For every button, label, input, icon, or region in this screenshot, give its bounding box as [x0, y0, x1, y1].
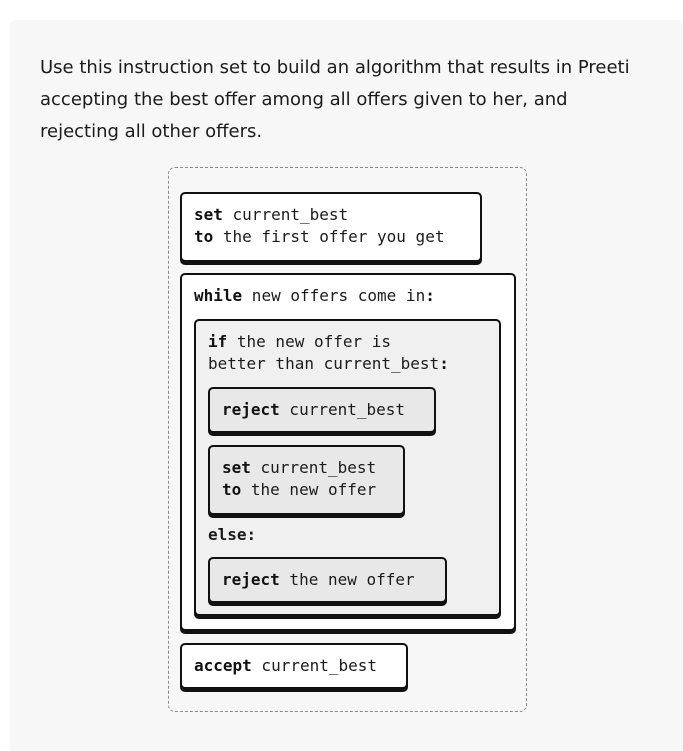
algorithm-workspace[interactable]: set current_best to the first offer you …: [168, 167, 527, 712]
else-label: else:: [208, 525, 257, 544]
if-colon: :: [439, 354, 449, 373]
set-initial-block[interactable]: set current_best to the first offer you …: [180, 192, 482, 262]
set-new-text-1: current_best: [250, 458, 377, 477]
instruction-line-3: rejecting all other offers.: [40, 121, 263, 142]
reject-keyword: reject: [222, 400, 280, 419]
set-new-text-2: the new offer: [241, 480, 377, 499]
reject-current-best-block[interactable]: reject current_best: [208, 387, 436, 433]
while-keyword: while: [194, 286, 243, 305]
instruction-text: Use this instruction set to build an alg…: [40, 52, 660, 148]
if-condition-text-1: the new offer is: [227, 332, 392, 351]
reject-new-text: the new offer: [279, 570, 415, 589]
while-loop-block[interactable]: while new offers come in: if the new off…: [180, 273, 516, 631]
if-keyword: if: [208, 332, 228, 351]
exercise-panel: Use this instruction set to build an alg…: [10, 20, 683, 751]
reject-new-offer-block[interactable]: reject the new offer: [208, 557, 447, 603]
set-new-offer-block[interactable]: set current_best to the new offer: [208, 445, 405, 515]
if-condition-text-2: better than current_best: [208, 354, 440, 373]
instruction-line-1: Use this instruction set to build an alg…: [40, 57, 630, 78]
to-keyword: to: [222, 480, 242, 499]
accept-current-best-block[interactable]: accept current_best: [180, 643, 408, 689]
set-initial-text-2: the first offer you get: [213, 227, 445, 246]
while-condition-text: new offers come in: [242, 286, 426, 305]
set-initial-text-1: current_best: [222, 205, 349, 224]
to-keyword: to: [194, 227, 214, 246]
reject-current-text: current_best: [279, 400, 406, 419]
if-else-block[interactable]: if the new offer is better than current_…: [194, 319, 501, 616]
accept-keyword: accept: [194, 656, 252, 675]
reject-keyword: reject: [222, 570, 280, 589]
set-keyword: set: [222, 458, 251, 477]
while-colon: :: [425, 286, 435, 305]
set-keyword: set: [194, 205, 223, 224]
instruction-line-2: accepting the best offer among all offer…: [40, 89, 568, 110]
accept-text: current_best: [251, 656, 378, 675]
